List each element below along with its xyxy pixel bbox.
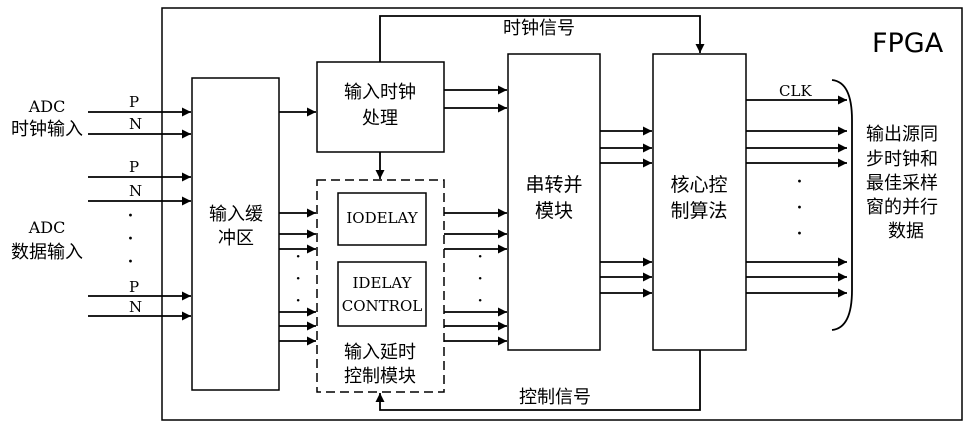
output-label-5: 数据 <box>888 223 924 241</box>
output-label-2: 步时钟和 <box>866 151 938 169</box>
p-label: P <box>129 280 139 295</box>
adc-data-label-1: ADC <box>29 220 66 236</box>
clock-processing-block <box>317 62 444 152</box>
adc-input-arrows <box>88 112 191 316</box>
adc-clock-label-1: ADC <box>29 99 66 115</box>
input-buffer-label-2: 冲区 <box>218 230 254 248</box>
output-label-4: 窗的并行 <box>866 199 938 217</box>
ellipsis-dot: · <box>477 246 483 266</box>
ellipsis-dot: · <box>796 172 803 194</box>
clk-label: CLK <box>779 84 812 99</box>
idelay-control-block <box>338 262 426 326</box>
idelay-control-label-2: CONTROL <box>342 299 422 314</box>
output-label-3: 最佳采样 <box>866 175 938 193</box>
n-label: N <box>129 184 142 199</box>
s2p-to-core-arrows <box>600 131 652 293</box>
core-label-2: 制算法 <box>670 202 727 221</box>
ellipsis-dot: · <box>127 206 134 228</box>
ellipsis-dot: · <box>796 224 803 246</box>
control-signal-label: 控制信号 <box>519 389 591 407</box>
ellipsis-dot: · <box>295 246 301 266</box>
clock-processing-label-2: 处理 <box>362 110 398 128</box>
s2p-label-1: 串转并 <box>525 176 582 195</box>
n-label: N <box>129 117 142 132</box>
adc-data-label-2: 数据输入 <box>11 244 83 262</box>
iodelay-label: IODELAY <box>346 211 417 226</box>
ellipsis-dot: · <box>796 198 803 220</box>
clock-signal-label: 时钟信号 <box>503 20 575 38</box>
adc-clock-label-2: 时钟输入 <box>11 121 83 139</box>
n-label: N <box>129 300 142 315</box>
ellipsis-dot: · <box>127 229 134 251</box>
delay-to-s2p-arrows <box>444 213 507 341</box>
clock-processing-label-1: 输入时钟 <box>344 84 416 102</box>
delay-module-label-2: 控制模块 <box>344 368 416 386</box>
p-label: P <box>129 95 139 110</box>
s2p-label-2: 模块 <box>535 202 573 221</box>
idelay-control-label-1: IDELAY <box>353 276 412 291</box>
ellipsis-dot: · <box>127 252 134 274</box>
p-label: P <box>129 160 139 175</box>
clock-to-s2p-arrows <box>444 90 507 108</box>
output-label-1: 输出源同 <box>866 126 938 144</box>
input-buffer-label-1: 输入缓 <box>209 206 263 224</box>
ellipsis-dot: · <box>295 290 301 310</box>
delay-module-label-1: 输入延时 <box>344 344 416 362</box>
ellipsis-dot: · <box>477 290 483 310</box>
fpga-label: FPGA <box>872 30 943 57</box>
ellipsis-dot: · <box>295 268 301 288</box>
ellipsis-dot: · <box>477 268 483 288</box>
core-label-1: 核心控 <box>670 176 727 195</box>
